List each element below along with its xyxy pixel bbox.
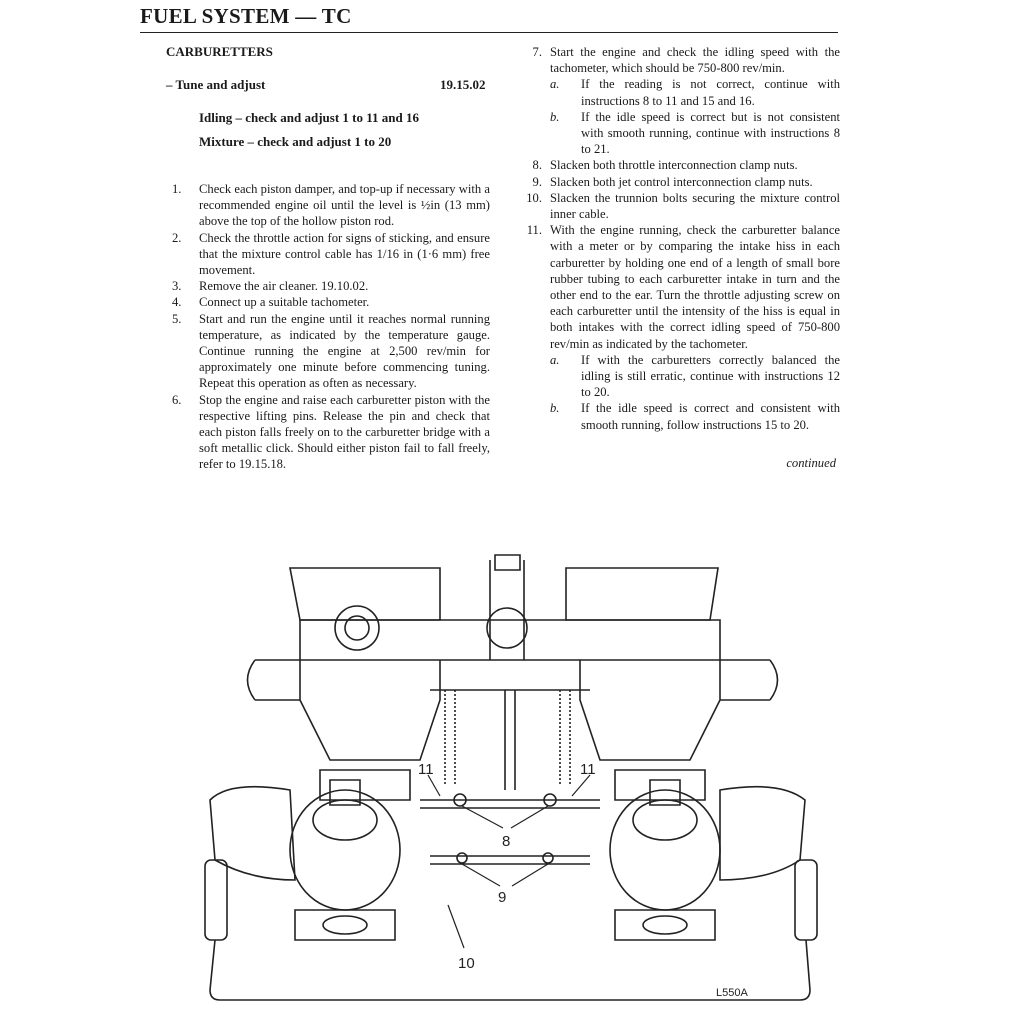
- item-number: 11.: [526, 223, 542, 238]
- list-item: 6. Stop the engine and raise each carbure…: [172, 392, 490, 473]
- section-title: CARBURETTERS: [166, 44, 273, 59]
- sub-item: a. If the reading is not correct, continu…: [518, 76, 840, 108]
- item-number: 1.: [172, 182, 182, 196]
- item-text: Slacken both jet control interconnection…: [550, 174, 813, 189]
- item-text: Remove the air cleaner. 19.10.02.: [199, 279, 369, 294]
- list-item: 5. Start and run the engine until it reac…: [172, 311, 490, 392]
- sub-item-text: If the idle speed is correct and consist…: [581, 401, 840, 432]
- item-text: With the engine running, check the carbu…: [550, 223, 840, 351]
- sub-item: a. If with the carburetters correctly bal…: [518, 352, 840, 401]
- callout-8: 8: [502, 833, 510, 850]
- list-item: 7. Start the engine and check the idling …: [518, 44, 840, 76]
- sub-item: b. If the idle speed is correct but is no…: [518, 109, 840, 158]
- sub-item-letter: a.: [550, 352, 560, 367]
- sub-item-letter: b.: [550, 401, 560, 416]
- left-column: 1. Check each piston damper, and top-up i…: [172, 181, 490, 473]
- item-number: 8.: [532, 158, 542, 173]
- list-item: 9. Slacken both jet control interconnecti…: [518, 174, 840, 190]
- intake-manifold: [246, 554, 779, 761]
- callout-9: 9: [498, 889, 506, 906]
- item-text: Slacken the trunnion bolts securing the …: [550, 190, 840, 222]
- item-text: Check each piston damper, and top-up if …: [199, 182, 490, 229]
- list-item: 3. Remove the air cleaner. 19.10.02.: [172, 278, 490, 294]
- item-text: Start and run the engine until it reache…: [199, 311, 490, 391]
- section-subtitle: – Tune and adjust: [166, 77, 266, 92]
- item-number: 9.: [532, 174, 542, 189]
- list-item: 2. Check the throttle action for signs of…: [172, 230, 490, 279]
- item-text: Slacken both throttle interconnection cl…: [550, 158, 798, 173]
- list-item: 8. Slacken both throttle interconnection …: [518, 157, 840, 173]
- item-number: 5.: [172, 311, 182, 326]
- item-text: Start the engine and check the idling sp…: [550, 45, 840, 76]
- item-number: 7.: [532, 45, 542, 59]
- item-number: 3.: [172, 279, 182, 294]
- item-number: 10.: [526, 190, 542, 205]
- sub-item: b. If the idle speed is correct and consi…: [518, 400, 840, 432]
- linkage-spindles: [209, 690, 811, 1001]
- list-item: 4. Connect up a suitable tachometer.: [172, 294, 490, 310]
- figure-reference: L550A: [716, 987, 748, 999]
- list-item: 10. Slacken the trunnion bolts securing t…: [518, 190, 840, 222]
- item-text: Connect up a suitable tachometer.: [199, 295, 370, 310]
- callout-11-right: 11: [580, 761, 596, 778]
- idling-note: Idling – check and adjust 1 to 11 and 16: [199, 110, 419, 125]
- sub-item-text: If the idle speed is correct but is not …: [581, 109, 840, 157]
- sub-item-text: If with the carburetters correctly balan…: [581, 352, 840, 400]
- sub-item-text: If the reading is not correct, continue …: [581, 77, 840, 108]
- item-number: 4.: [172, 295, 182, 310]
- callout-10: 10: [458, 955, 475, 972]
- list-item: 1. Check each piston damper, and top-up i…: [172, 181, 490, 230]
- list-item: 11. With the engine running, check the ca…: [518, 222, 840, 352]
- continued-note: continued: [786, 456, 836, 470]
- item-number: 6.: [172, 392, 182, 407]
- mixture-note: Mixture – check and adjust 1 to 20: [199, 134, 392, 149]
- sub-item-letter: a.: [550, 77, 560, 92]
- header-rule: [140, 32, 838, 33]
- callout-leaders: [427, 774, 591, 949]
- operation-code: 19.15.02: [440, 77, 486, 92]
- item-number: 2.: [172, 230, 182, 245]
- right-column: 7. Start the engine and check the idling …: [518, 44, 840, 433]
- callout-11-left: 11: [418, 761, 434, 778]
- return-springs: [430, 689, 590, 785]
- left-carburetter: [204, 769, 411, 941]
- item-text: Stop the engine and raise each carburett…: [199, 392, 490, 472]
- page-header-title: FUEL SYSTEM — TC: [140, 4, 352, 28]
- item-text: Check the throttle action for signs of s…: [199, 230, 490, 278]
- sub-item-letter: b.: [550, 109, 560, 124]
- right-carburetter: [609, 769, 818, 941]
